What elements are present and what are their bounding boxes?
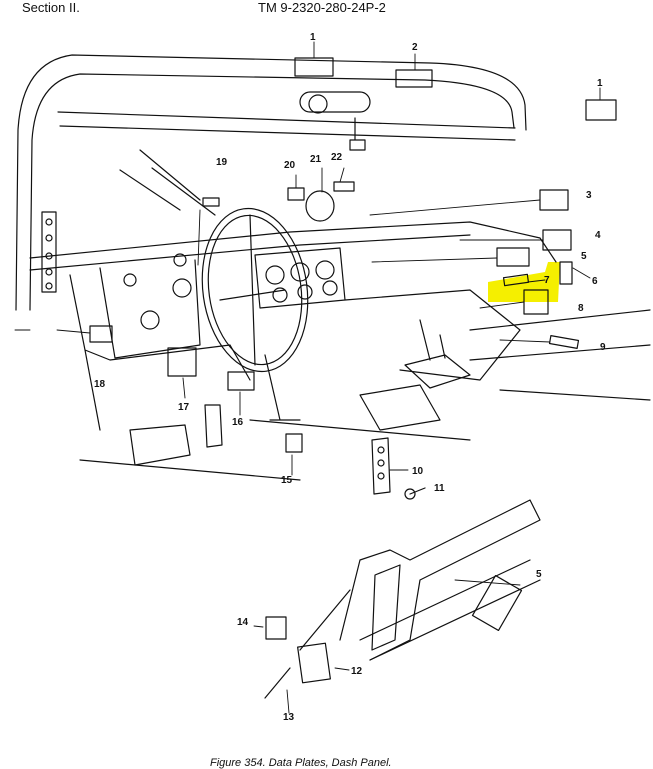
callout-15: 15 [281, 475, 293, 486]
plate-item-22 [333, 181, 355, 192]
dash-face [69, 274, 251, 431]
center-console [344, 289, 521, 381]
plate-item-5-lower [471, 574, 523, 632]
plate-item-9 [548, 335, 580, 349]
callout-22: 22 [331, 152, 343, 163]
bracket-hole-1 [377, 446, 385, 454]
callout-8: 8 [578, 303, 584, 314]
highlight-mark [488, 262, 560, 302]
screw-item-13 [264, 589, 351, 699]
callout-14: 14 [237, 617, 249, 628]
cluster-gauge-3 [315, 260, 335, 280]
callout-21: 21 [310, 154, 322, 165]
callout-4: 4 [595, 230, 601, 241]
plate-item-21 [305, 190, 335, 222]
left-dash-panel [99, 259, 201, 359]
plate-item-6 [559, 261, 573, 285]
plate-item-16 [227, 371, 255, 391]
plate-item-1-right [585, 99, 617, 121]
plate-item-5-upper [496, 247, 530, 267]
side-switch-panel [41, 211, 57, 293]
callout-10: 10 [412, 466, 424, 477]
cluster-gauge-5 [297, 284, 313, 300]
gauge-left-1 [123, 273, 137, 287]
cluster-gauge-4 [272, 287, 288, 303]
plate-item-17 [167, 347, 197, 377]
dash-top [29, 221, 557, 263]
plate-item-15 [285, 433, 303, 453]
shifter-housing [404, 354, 471, 389]
pedal-bracket [129, 424, 191, 466]
switch-2 [45, 234, 53, 242]
plate-item-12 [297, 642, 331, 684]
dash-top-lower [29, 234, 471, 271]
switch-5 [45, 282, 53, 290]
plate-item-3 [539, 189, 569, 211]
plate-item-20 [287, 187, 305, 201]
lower-body-panel [339, 499, 541, 661]
dome-light [299, 91, 371, 113]
figure-caption: Figure 354. Data Plates, Dash Panel. [210, 757, 392, 769]
plate-item-4 [542, 229, 572, 251]
windshield-top-bar [57, 111, 516, 141]
callout-20: 20 [284, 160, 296, 171]
floor-line [79, 309, 651, 481]
plate-item-2 [395, 69, 433, 88]
bracket-hole-2 [377, 459, 385, 467]
callout-16: 16 [232, 417, 244, 428]
bolt-head-11 [404, 488, 416, 500]
switch-4 [45, 268, 53, 276]
steering-column [264, 354, 301, 421]
plate-item-18 [89, 325, 113, 343]
gauge-left-2 [140, 310, 160, 330]
callout-5-upper: 5 [581, 251, 587, 262]
callout-17: 17 [178, 402, 190, 413]
plate-item-19 [202, 197, 220, 207]
callout-1-right: 1 [597, 78, 603, 89]
windshield-inner-frame [29, 73, 515, 311]
callout-7: 7 [544, 275, 550, 286]
wiper-arm [119, 149, 216, 216]
bracket-hole-3 [377, 472, 385, 480]
callout-19: 19 [216, 157, 228, 168]
plate-item-14 [265, 616, 287, 640]
steering-wheel-inner [207, 214, 303, 366]
cluster-gauge-1 [265, 265, 285, 285]
callout-13: 13 [283, 712, 295, 723]
gauge-left-3 [172, 278, 192, 298]
callout-1-top: 1 [310, 32, 316, 43]
callout-9: 9 [600, 342, 606, 353]
mounting-bracket [371, 437, 391, 495]
lower-body-panel-inner [371, 564, 401, 651]
callout-6: 6 [592, 276, 598, 287]
body-sill [359, 559, 541, 661]
windshield-frame [15, 54, 527, 311]
leader-lines [14, 41, 601, 714]
callout-11: 11 [434, 483, 445, 494]
dome-light-knob [308, 94, 328, 114]
callout-18: 18 [94, 379, 106, 390]
callout-2: 2 [412, 42, 418, 53]
cluster-gauge-6 [322, 280, 338, 296]
callout-3: 3 [586, 190, 592, 201]
transfer-case [359, 384, 441, 431]
mirror-mount [349, 117, 366, 151]
shift-lever [419, 319, 446, 361]
switch-1 [45, 218, 53, 226]
tm-number: TM 9-2320-280-24P-2 [258, 0, 386, 15]
plate-item-7 [502, 273, 530, 287]
callout-5-lower: 5 [536, 569, 542, 580]
switch-3 [45, 252, 53, 260]
pedal-bracket-2 [204, 404, 223, 448]
callout-12: 12 [351, 666, 363, 677]
cluster-gauge-2 [290, 262, 310, 282]
bolt-item-11 [409, 487, 426, 495]
steering-wheel [201, 207, 309, 373]
gauge-left-4 [173, 253, 187, 267]
section-title: Section II. [22, 0, 80, 15]
